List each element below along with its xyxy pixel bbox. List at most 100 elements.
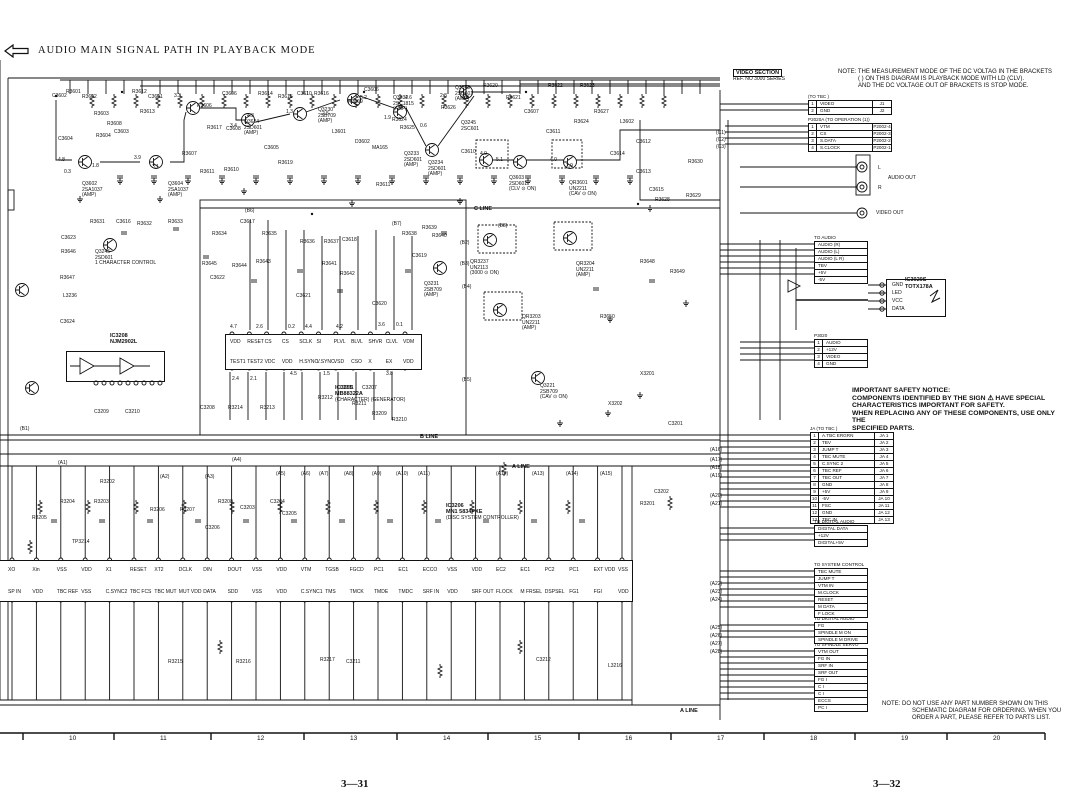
wire-label: (A4): [232, 457, 242, 463]
wire-path: [26, 540, 34, 554]
ic3206-pin-top: RESET: [130, 567, 147, 573]
signal-name: TBC MUTE: [822, 454, 846, 459]
component-ref: R3601: [66, 89, 81, 95]
pin-ref: JA 11: [874, 503, 893, 509]
wire-label: (A12): [496, 471, 509, 477]
voltage-reading: 3.3: [174, 93, 181, 99]
ic3208-opamp-block: [66, 351, 165, 382]
ic3206-pin-bottom: VDD: [32, 589, 43, 595]
component-ref: L3216: [608, 663, 622, 669]
wire-path: [242, 94, 250, 108]
ic3205-pin-top: CS: [264, 339, 272, 345]
wire-path: [84, 500, 92, 514]
wire-path: [36, 500, 44, 514]
signal-name: A.TBC ERGRN: [822, 433, 854, 438]
junction-dot: [54, 94, 58, 98]
voltage-reading: 4.7: [230, 324, 237, 330]
connector-row: TBC MUTE: [815, 569, 867, 576]
wire-path: [330, 94, 338, 108]
signal-name: SPINDLE M ON: [818, 630, 851, 635]
wire-path: [564, 500, 572, 514]
shield-box: [475, 139, 509, 169]
signal-name: FG IN: [818, 656, 831, 661]
ic3206-pin-bottom: TBC FCS: [130, 589, 152, 595]
component-ref: C3605: [264, 145, 279, 151]
wire-path: [228, 500, 236, 514]
diagram-title: AUDIO MAIN SIGNAL PATH IN PLAYBACK MODE: [38, 45, 316, 56]
signal-name: JUMP T: [818, 576, 835, 581]
ic3205-pin-bottom: H.SYNC: [299, 359, 319, 365]
ic3206-pin-top: VSS: [447, 567, 458, 573]
wire-label: (A13): [532, 471, 545, 477]
jack-symbol: [856, 181, 868, 193]
signal-name: AUDIO (R): [818, 242, 841, 247]
connector-row: VTM OUT: [815, 649, 867, 656]
wire-path: [154, 94, 162, 108]
connector-digital-audio2-head: TO DIGITAL AUDIO: [814, 616, 855, 621]
component-ref: TP3214: [72, 539, 90, 545]
component-ref: R3201: [640, 501, 655, 507]
voltage-reading: 2.6: [256, 324, 263, 330]
component-ref: L3601: [332, 129, 346, 135]
ic3206-pin-top: VSS: [252, 567, 263, 573]
connector-row: DIGITAL DATA: [815, 526, 867, 533]
connector-tbc-video-head: (TO TBC ): [808, 94, 830, 99]
column-number: 15: [534, 735, 542, 742]
component-ref: R3624: [392, 117, 407, 123]
connector-row: FG IN: [815, 656, 867, 663]
component-ref: C3206: [205, 525, 220, 531]
component-ref: R3622: [548, 83, 563, 89]
wire-label: (A21): [710, 501, 723, 507]
signal-name: TBC OUT: [822, 475, 843, 480]
wire-label: (B4): [462, 284, 472, 290]
shield-box: [551, 139, 583, 169]
transistor-part: 2SC1815: [393, 100, 414, 107]
signal-name: SRF IN: [818, 663, 834, 668]
signal-name: AUDIO (L R): [818, 256, 844, 261]
connector-row: C I: [815, 691, 867, 698]
pin-ref: J1: [872, 101, 891, 107]
wire-path: [550, 94, 558, 108]
component-ref: C3615: [649, 187, 664, 193]
ic3206-pin-top: VSS: [56, 567, 67, 573]
transistor-role: (AMP): [455, 96, 470, 102]
ic3205-pin-bottom: TEST1: [230, 359, 246, 365]
component-ref: R3646: [61, 249, 76, 255]
transistor-ref: Q3245: [95, 249, 111, 255]
pin-number: 2: [815, 347, 823, 353]
pin-circle: [879, 306, 885, 312]
ic3206-pin-bottom: C.SYNC1: [300, 589, 323, 595]
wire-path: [149, 156, 159, 168]
transistor-ref: Q3604: [168, 181, 184, 187]
transistor-part: 2SD601: [244, 124, 263, 131]
connector-row: AUDIO (R): [815, 242, 867, 249]
pin-ref: JA 7: [874, 475, 893, 481]
ic3205-desc: (CHARACTER) (GENERATOR): [335, 397, 406, 403]
note-line: ( ) ON THIS DIAGRAM IS PLAYBACK MODE WIT…: [858, 76, 1025, 82]
ic3206-pin-bottom: VSS: [81, 589, 92, 595]
voltage-reading: 3.9: [134, 155, 141, 161]
wire-path: [180, 500, 188, 514]
component-ref: R3607: [182, 151, 197, 157]
wire-path: [420, 500, 428, 514]
wire-label: (A28): [710, 649, 723, 655]
signal-name: C.SYNC 2: [822, 461, 844, 466]
component-ref: R3634: [212, 231, 227, 237]
signal-name: GND: [822, 482, 833, 487]
component-ref: R3606: [197, 103, 212, 109]
wire-path: [484, 94, 492, 108]
voltage-reading: 2.1: [250, 376, 257, 382]
wire-label: (A11): [418, 471, 430, 477]
wire-path: [110, 94, 118, 108]
connector-system-control-head: TO SYSTEM CONTROL: [814, 562, 865, 567]
component-ref: R3211: [352, 401, 367, 407]
component-ref: R3614: [258, 91, 273, 97]
wire-path: [132, 94, 140, 108]
pin-ref: JA 3: [874, 447, 893, 453]
component-ref: R3640: [432, 233, 447, 239]
ic3206-pin-top: X1: [105, 567, 112, 573]
component-ref: C3620: [372, 301, 387, 307]
wire-label: (B2): [460, 240, 470, 246]
